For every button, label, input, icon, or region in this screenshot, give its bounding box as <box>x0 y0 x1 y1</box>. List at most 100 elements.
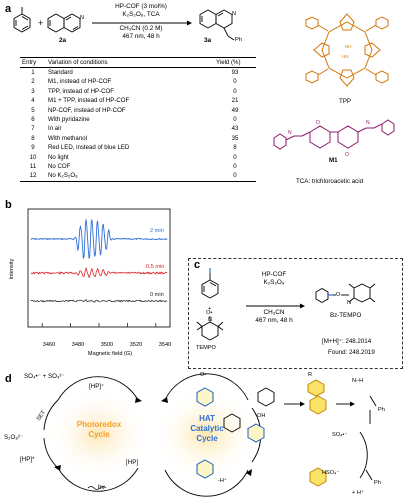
tempo-n-label: N <box>208 317 213 323</box>
condition-line-1: HP-COF (3 mol%) <box>115 3 167 10</box>
yield-cell: 0 <box>233 153 237 161</box>
tempo-structure <box>196 316 224 341</box>
col-header-yield: Yield (%) <box>214 57 256 68</box>
ms-found: Found: 248.2019 <box>328 349 375 356</box>
variation-cell: In air <box>48 125 62 133</box>
bz-tempo-o: O <box>336 292 341 298</box>
variation-cell: No light <box>48 153 69 161</box>
hat-title-2: Catalytic <box>190 424 224 433</box>
tpp-structure: NH HN <box>305 13 389 87</box>
toluene-c <box>201 273 219 299</box>
entry-cell: 7 <box>31 125 35 133</box>
c-cond-1: HP-COF <box>261 271 287 278</box>
col-header-entry: Entry <box>20 57 46 68</box>
bz-tempo-structure <box>315 283 376 304</box>
svg-text:N: N <box>80 15 84 21</box>
yield-cell: 0 <box>233 78 237 86</box>
variation-cell: Red LED, instead of blue LED <box>48 144 130 152</box>
svg-text:NH: NH <box>345 44 352 49</box>
toluene-structure <box>13 7 31 33</box>
yield-cell: 49 <box>231 106 239 114</box>
yield-cell: 0 <box>214 171 256 182</box>
yield-cell: 21 <box>231 97 239 105</box>
legend-0min: 0 min <box>150 292 164 298</box>
variation-cell: No K₂S₂O₈ <box>46 171 214 182</box>
svg-text:N: N <box>288 130 292 136</box>
yield-cell: 93 <box>231 69 239 76</box>
minus-h-label: -H⁺ <box>218 478 227 484</box>
entry-cell: 4 <box>31 97 35 105</box>
photoredox-title-1: Photoredox <box>76 420 122 429</box>
c-cond-3: CH₃CN <box>263 309 285 316</box>
product-label: 3a <box>204 37 212 44</box>
variation-cell: No COF <box>48 163 71 171</box>
entry-cell: 8 <box>31 134 35 142</box>
col-header-variation: Variation of conditions <box>46 57 214 68</box>
condition-line-2: K₂S₂O₈, TCA <box>122 11 160 18</box>
oh-label: OH <box>257 413 266 419</box>
epr-chart <box>27 208 171 328</box>
entry-cell: 11 <box>29 163 37 171</box>
variation-cell: NP-COF, instead of HP-COF <box>48 106 126 114</box>
table-row: 10 No light 0 <box>20 153 256 162</box>
table-row: 7 In air 43 <box>20 124 256 133</box>
tca-note: TCA: trichloroacetic acid <box>296 178 364 185</box>
panel-label-c: c <box>194 259 201 271</box>
panel-label-d: d <box>5 373 12 385</box>
panel-label-a: a <box>5 3 12 15</box>
hat-glow <box>154 388 258 480</box>
m1-structure: O O N N <box>273 119 395 158</box>
epr-xtick-1: 3480 <box>71 342 85 348</box>
reactant2-label: 2a <box>59 37 67 44</box>
hp-star-label: [HP]* <box>20 456 35 463</box>
bz-tempo-n: N <box>347 300 352 306</box>
epr-xtick-3: 3520 <box>129 342 143 348</box>
epr-xlabel: Magnetic field (G) <box>87 351 133 357</box>
plus-h-label: + H⁺ <box>352 490 364 496</box>
epr-trace-2min <box>30 219 168 259</box>
entry-cell: 6 <box>31 116 35 124</box>
epr-trace-0min <box>30 299 168 303</box>
entry-cell: 5 <box>31 106 35 114</box>
m1-label: M1 <box>329 157 338 164</box>
ph-label-2: Ph <box>374 480 381 486</box>
ph-label-1: Ph <box>378 407 385 413</box>
svg-text:N: N <box>366 120 370 126</box>
yield-cell: 43 <box>231 125 239 133</box>
table-row: 5 NP-COF, instead of HP-COF 49 <box>20 106 256 115</box>
entry-cell: 10 <box>29 153 37 161</box>
yield-cell: 35 <box>231 134 239 142</box>
entry-cell: 3 <box>31 87 35 95</box>
svg-text:O: O <box>316 120 320 126</box>
hv-label: hv <box>98 484 105 491</box>
epr-trace-0.5min <box>30 266 168 279</box>
product-3a-structure <box>199 9 235 41</box>
nh-label: N–H <box>352 378 364 384</box>
hso4-label: HSO₄⁻ <box>322 470 340 476</box>
hat-title-3: Cycle <box>196 434 218 443</box>
so4-products: SO₄•⁻ + SO₄²⁻ <box>24 373 65 380</box>
hp-label: [HP] <box>126 459 139 466</box>
svg-text:HN: HN <box>342 54 349 59</box>
epr-ylabel: Intensity <box>9 258 15 280</box>
c-cond-4: 467 nm, 48 h <box>255 317 293 324</box>
mechanism-scheme <box>43 373 377 497</box>
n-oxide-radical-o: O• <box>200 372 207 378</box>
epr-xtick-4: 3540 <box>158 342 172 348</box>
table-row: 8 With methanol 35 <box>20 134 256 143</box>
r-label-top: R <box>308 372 313 378</box>
table-row: 6 With pyridazine 0 <box>20 115 256 124</box>
variation-cell: With pyridazine <box>48 116 90 124</box>
entry-cell: 12 <box>20 171 46 182</box>
yield-cell: 0 <box>233 87 237 95</box>
tempo-label: TEMPO <box>196 345 216 351</box>
yield-cell: 8 <box>233 144 237 152</box>
yield-cell: 0 <box>233 116 237 124</box>
photoredox-glow <box>46 388 150 480</box>
variation-cell: With methanol <box>48 134 87 142</box>
conditions-table: Entry Variation of conditions Yield (%) … <box>20 57 256 182</box>
